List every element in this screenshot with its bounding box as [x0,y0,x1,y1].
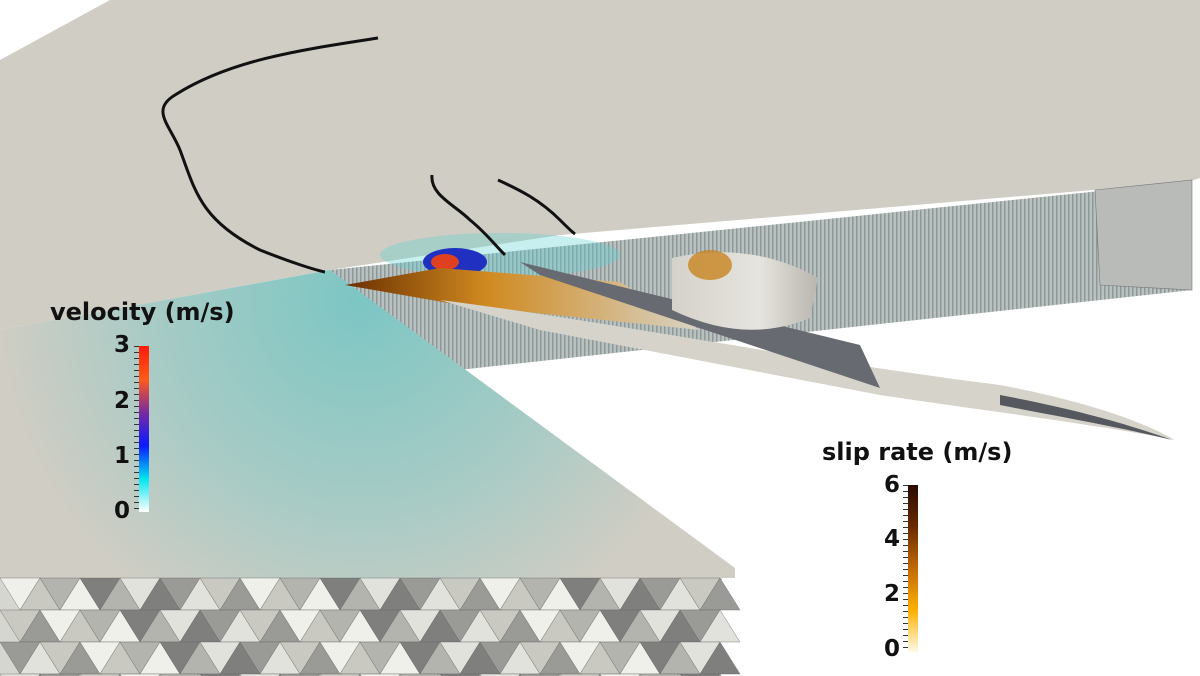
mesh-corner [1094,179,1193,291]
slip-rate-colorbar-title: slip rate (m/s) [822,438,1013,466]
mesh-triangles [0,577,741,676]
slip-rate-colorbar-ticks [903,485,908,652]
top-surface [0,0,1200,330]
slip-rate-colorbar [908,485,918,652]
velocity-colorbar-ticks [134,346,139,512]
fault-tail [1000,395,1172,440]
slip-rate-tick-4: 4 [883,526,900,552]
fault-sheet [440,300,1175,440]
velocity-tick-1: 1 [113,443,130,469]
fault-surface-grey [520,262,880,388]
slip-rate-tick-2: 2 [883,581,900,607]
wavefront-highlight [380,233,620,277]
front-surface [0,270,735,578]
velocity-colorbar-title: velocity (m/s) [50,298,235,326]
cylinder-slip-patch [688,250,732,280]
slip-rate-tick-0: 0 [883,636,900,662]
velocity-tick-3: 3 [113,332,130,358]
fault-trace-main [161,36,379,274]
slip-rate-tick-6: 6 [883,472,900,498]
velocity-tick-2: 2 [113,388,130,414]
fault-trace-secondary-1 [430,174,507,257]
fault-plane-slip [345,268,700,330]
velocity-hotspot-core [431,254,459,270]
fault-trace-secondary-2 [497,178,576,236]
velocity-colorbar [139,346,149,512]
velocity-tick-0: 0 [113,498,130,524]
